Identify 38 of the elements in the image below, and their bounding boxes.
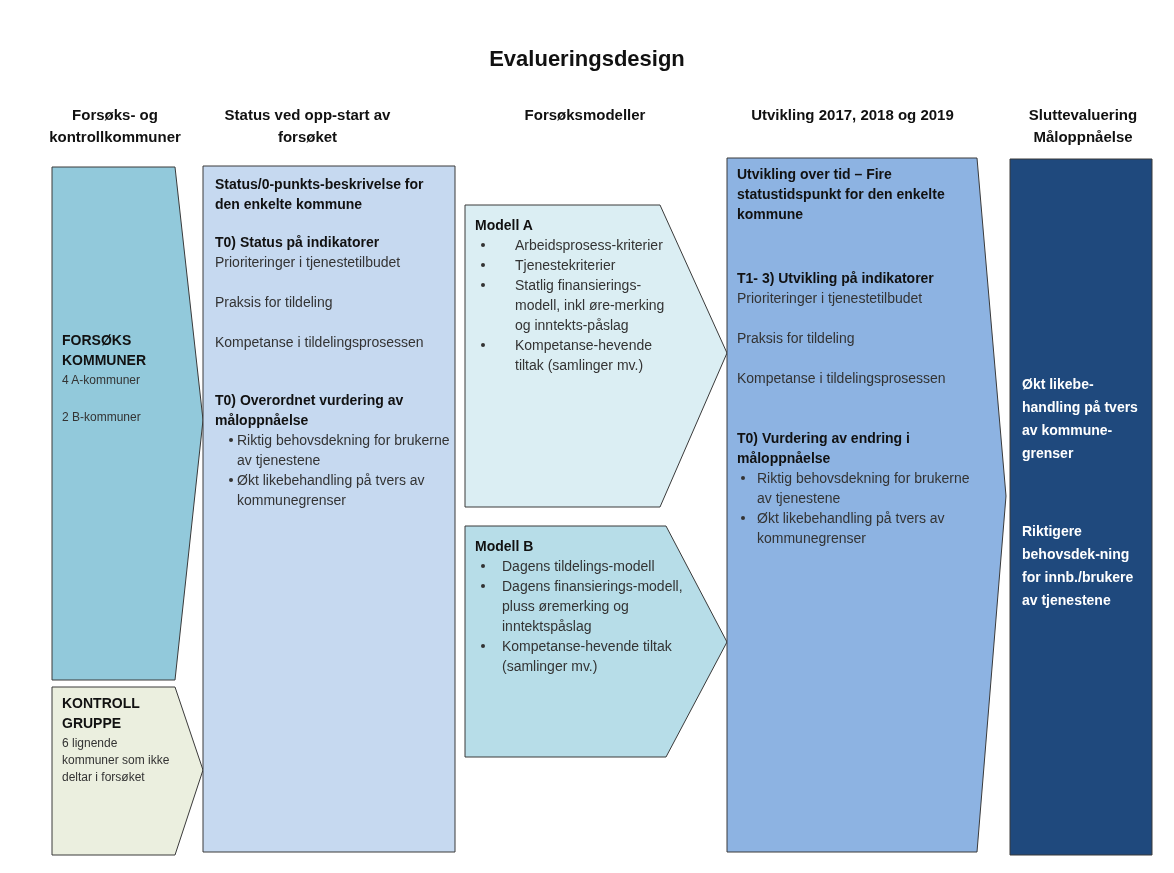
bullet-item: Arbeidsprosess-kriterier: [475, 235, 675, 255]
heading-text: Status/0-punkts-beskrivelse for den enkelte kommune: [215, 175, 425, 214]
body-text: Praksis for tildeling: [215, 293, 334, 312]
body-text: Praksis for tildeling: [737, 329, 856, 348]
bullet-item: Statlig finansierings-modell, inkl øre-merking og inntekts-påslag: [475, 275, 675, 335]
bullet-item: Riktig behovsdekning for brukerne av tjenestene: [215, 430, 451, 470]
body-text: Prioriteringer i tjenestetilbudet: [737, 289, 924, 308]
body-text: Kompetanse i tildelingsprosessen: [215, 333, 425, 352]
result-text: Økt likebe-handling på tvers av kommune-grenser: [1022, 375, 1139, 463]
heading-text: KONTROLL GRUPPE: [62, 694, 141, 733]
heading-text: Modell B: [475, 537, 535, 556]
heading-text: Modell A: [475, 216, 534, 235]
bullet-item: Kompetanse-hevende tiltak (samlinger mv.): [475, 335, 675, 375]
bullet-item: Tjenestekriterier: [475, 255, 675, 275]
column-header: Utvikling 2017, 2018 og 2019: [750, 105, 955, 125]
body-text: 2 B-kommuner: [62, 409, 142, 426]
heading-text: T0) Overordnet vurdering av måloppnåelse: [215, 391, 405, 430]
heading-text: T0) Status på indikatorer: [215, 233, 381, 252]
bullet-item: Kompetanse-hevende tiltak (samlinger mv.): [475, 636, 685, 676]
bullet-item: Dagens tildelings-modell: [475, 556, 685, 576]
heading-text: FORSØKS KOMMUNER: [62, 331, 147, 370]
bullet-item: Riktig behovsdekning for brukerne av tjenestene: [737, 468, 985, 508]
column-header: Status ved opp-start av forsøket: [223, 105, 392, 147]
bullet-item: Dagens finansierings-modell, pluss øremerking og inntektspåslag: [475, 576, 685, 636]
heading-text: Utvikling over tid – Fire statustidspunkt for den enkelte kommune: [737, 165, 946, 224]
column-header: Forsøks- og kontrollkommuner: [48, 105, 182, 147]
column-header: Sluttevaluering Måloppnåelse: [1027, 105, 1139, 147]
diagram-title: Evalueringsdesign: [488, 46, 686, 72]
body-text: Prioriteringer i tjenestetilbudet: [215, 253, 402, 272]
body-text: 6 lignende kommuner som ikke deltar i forsøket: [62, 735, 171, 786]
heading-text: T0) Vurdering av endring i måloppnåelse: [737, 429, 911, 468]
bullet-item: Økt likebehandling på tvers av kommunegrenser: [215, 470, 451, 510]
bullet-item: Økt likebehandling på tvers av kommunegrenser: [737, 508, 985, 548]
column-header: Forsøksmodeller: [523, 105, 647, 125]
body-text: 4 A-kommuner: [62, 372, 142, 389]
heading-text: T1- 3) Utvikling på indikatorer: [737, 269, 935, 288]
result-text: Riktigere behovsdek-ning for innb./brukere av tjenestene: [1022, 522, 1135, 610]
body-text: Kompetanse i tildelingsprosessen: [737, 369, 947, 388]
